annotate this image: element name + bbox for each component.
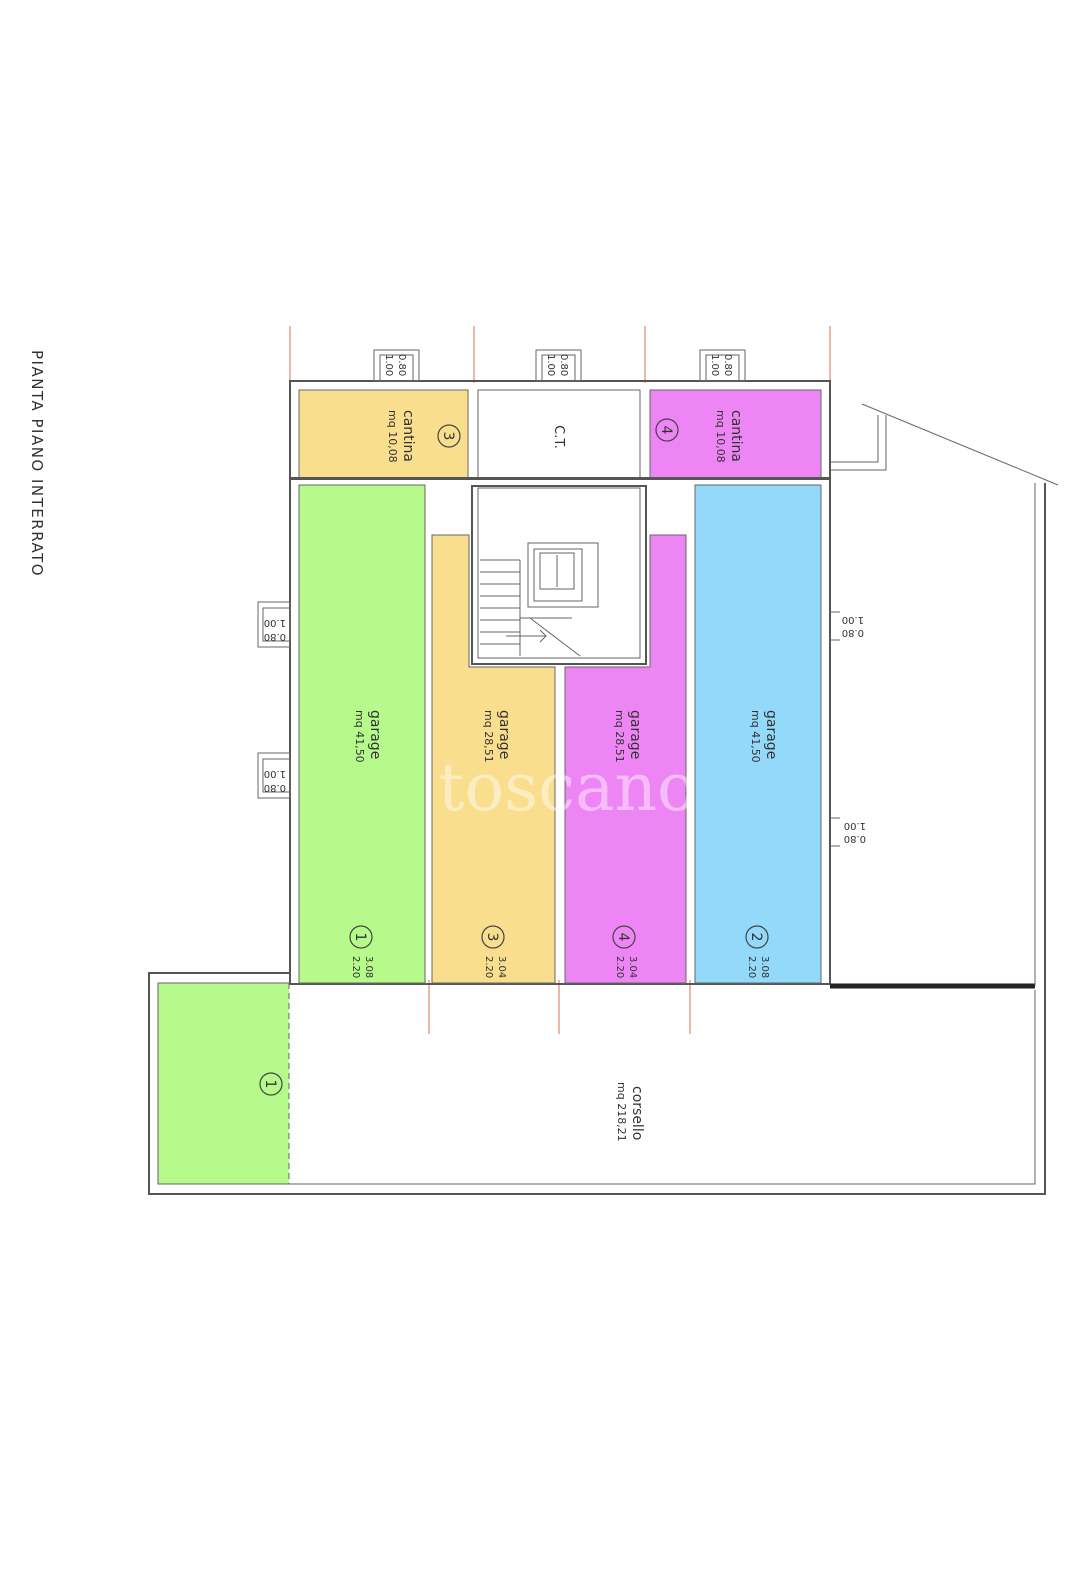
garage-3-dim-a: 3.04 bbox=[496, 956, 507, 978]
garage-4-fill bbox=[565, 535, 686, 983]
window-right-lower-label-b: 0.80 bbox=[844, 833, 866, 844]
window-left-lower-label-a: 1.00 bbox=[264, 768, 286, 779]
garage-3-number: 3 bbox=[484, 933, 500, 942]
garage-4-number-circle bbox=[612, 925, 636, 949]
plan-title: PIANTA PIANO INTERRATO bbox=[28, 350, 46, 577]
garage-2-dim-a: 3.08 bbox=[759, 956, 770, 978]
cantina-4-number-circle bbox=[655, 418, 679, 442]
cantina-4-name: cantina bbox=[728, 410, 744, 462]
garage-1-dim-a: 3.08 bbox=[363, 956, 374, 978]
axis-lines bbox=[289, 326, 831, 1034]
walls bbox=[148, 380, 1059, 1195]
garage-3-dim-b: 2.20 bbox=[483, 956, 494, 978]
cantina-3-number: 3 bbox=[440, 432, 456, 441]
garage-2-area: mq 41,50 bbox=[749, 710, 762, 763]
cantina-4-number: 4 bbox=[658, 426, 674, 435]
garage-4-dim-a: 3.04 bbox=[627, 956, 638, 978]
window-left-lower-label-b: 0.80 bbox=[264, 782, 286, 793]
garage-4-dim-b: 2.20 bbox=[614, 956, 625, 978]
garage-3-name: garage bbox=[496, 710, 512, 759]
window-labels: 0.80 1.00 0.80 1.00 0.80 1.00 1.00 0.80 … bbox=[264, 354, 866, 844]
window-top-left-label-b: 1.00 bbox=[383, 354, 394, 376]
garage-1-number: 1 bbox=[352, 933, 368, 942]
garage-3-number-circle bbox=[481, 925, 505, 949]
garage-4-area: mq 28,51 bbox=[613, 710, 626, 763]
windows bbox=[257, 349, 840, 847]
garage-2-name: garage bbox=[763, 710, 779, 759]
cantina-3-name: cantina bbox=[400, 410, 416, 462]
window-left-upper-label-b: 0.80 bbox=[264, 631, 286, 642]
watermark: toscano bbox=[438, 749, 697, 826]
garage-4-name: garage bbox=[627, 710, 643, 759]
window-top-mid-label-b: 1.00 bbox=[545, 354, 556, 376]
garage-4-number: 4 bbox=[615, 933, 631, 942]
cantina-3-area: mq 10,08 bbox=[386, 410, 399, 463]
garage-2-fill bbox=[695, 485, 821, 983]
window-top-right-label-b: 1.00 bbox=[709, 354, 720, 376]
garage-2-dim-b: 2.20 bbox=[746, 956, 757, 978]
window-right-lower-label-a: 1.00 bbox=[844, 820, 866, 831]
window-top-mid-label-a: 0.80 bbox=[558, 354, 569, 376]
garage-3-area: mq 28,51 bbox=[482, 710, 495, 763]
cantina-4-fill bbox=[650, 390, 821, 478]
window-top-left-label-a: 0.80 bbox=[396, 354, 407, 376]
parking-1-number: 1 bbox=[262, 1080, 278, 1089]
garage-1-number-circle bbox=[349, 925, 373, 949]
window-right-upper-label-b: 0.80 bbox=[842, 627, 864, 638]
garage-3-fill bbox=[432, 535, 555, 983]
corsello-area: mq 218,21 bbox=[615, 1082, 628, 1142]
corsello-name: corsello bbox=[629, 1086, 645, 1140]
staircase bbox=[480, 542, 599, 657]
ct-room-name: C.T. bbox=[551, 425, 566, 449]
window-right-upper-label-a: 1.00 bbox=[842, 614, 864, 625]
cantina-3-number-circle bbox=[437, 424, 461, 448]
window-left-upper-label-a: 1.00 bbox=[264, 617, 286, 628]
cantina-4-area: mq 10,08 bbox=[714, 410, 727, 463]
parking-1-fill bbox=[158, 983, 289, 1184]
garage-1-dim-b: 2.20 bbox=[350, 956, 361, 978]
ct-room-fill bbox=[478, 390, 640, 478]
parking-1-number-circle bbox=[259, 1072, 283, 1096]
garage-1-fill bbox=[299, 485, 425, 983]
room-labels: cantina mq 10,08 3 C.T. cantina mq 10,08… bbox=[259, 410, 779, 1142]
garage-1-area: mq 41,50 bbox=[353, 710, 366, 763]
garage-2-number-circle bbox=[745, 925, 769, 949]
cantina-3-fill bbox=[299, 390, 468, 478]
garage-2-number: 2 bbox=[748, 933, 764, 942]
window-top-right-label-a: 0.80 bbox=[722, 354, 733, 376]
garage-1-name: garage bbox=[367, 710, 383, 759]
